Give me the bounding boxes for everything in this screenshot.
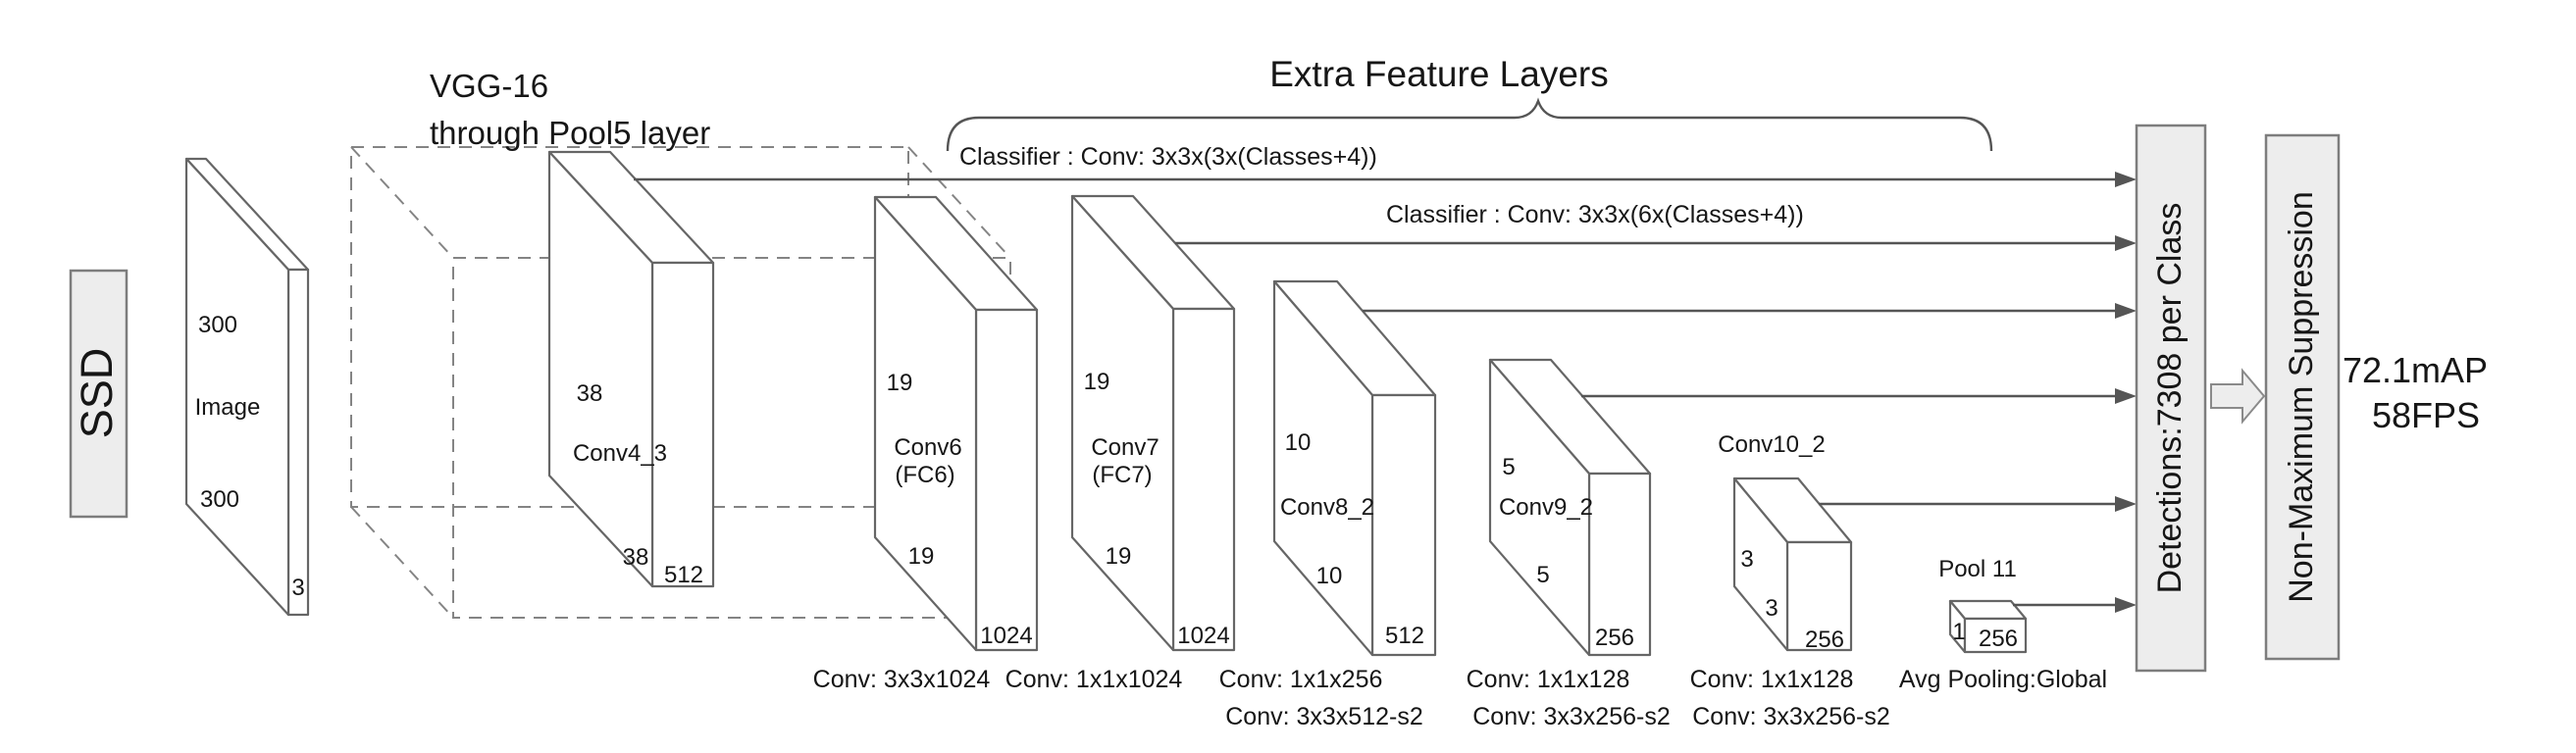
arrow-conv10_2-head-icon xyxy=(2115,496,2137,512)
conv8_2-op2-label: Conv: 3x3x512-s2 xyxy=(1225,703,1423,730)
conv10_2-width-label: 3 xyxy=(1765,595,1777,622)
conv9_2-op2-label: Conv: 3x3x256-s2 xyxy=(1472,703,1671,730)
conv7-height-label: 19 xyxy=(1084,369,1110,395)
conv7-slab: 19 Conv7 (FC7) 19 1024 xyxy=(1070,194,1236,652)
ssd-badge: SSD xyxy=(69,269,129,519)
pool11-box: Pool 11 1 256 xyxy=(1938,556,2028,654)
ssd-badge-box xyxy=(69,269,129,519)
arrow-conv7-head-icon xyxy=(2115,235,2137,251)
result-fps-label: 58FPS xyxy=(2372,395,2480,435)
conv8_2-front-face xyxy=(1272,279,1374,657)
conv10_2-slab: Conv10_2 3 3 256 xyxy=(1718,431,1853,653)
conv7-alias-label: (FC7) xyxy=(1092,462,1152,488)
conv7-width-label: 19 xyxy=(1106,543,1132,570)
input-width-label: 300 xyxy=(200,486,239,513)
pool11-front-face xyxy=(1963,617,2028,654)
conv10_2-front-face xyxy=(1732,477,1789,652)
pool11-channels-label: 256 xyxy=(1979,626,2018,652)
nms-box: Non-Maximum Suppression xyxy=(2264,133,2341,661)
conv10_2-op1-label: Conv: 1x1x128 xyxy=(1690,666,1854,693)
op-labels: Conv: 3x3x1024 Conv: 1x1x1024 Conv: 1x1x… xyxy=(813,666,2107,730)
extra-feature-layers-group: Extra Feature Layers xyxy=(946,54,1993,152)
arrow-conv4_3-head-icon xyxy=(2115,172,2137,187)
conv8_2-height-label: 10 xyxy=(1285,429,1312,456)
vgg-title-line2: through Pool5 layer xyxy=(430,115,710,151)
arrow-conv8_2-head-icon xyxy=(2115,303,2137,319)
pool11-op-label: Avg Pooling:Global xyxy=(1899,666,2107,693)
feature-arrows xyxy=(634,172,2137,613)
pool11-depth-label: 1 xyxy=(1952,619,1965,645)
conv6-slab: 19 Conv6 (FC6) 19 1024 xyxy=(873,195,1039,652)
conv7-op-label: Conv: 1x1x1024 xyxy=(1005,666,1183,693)
conv8_2-op1-label: Conv: 1x1x256 xyxy=(1219,666,1383,693)
conv7-name-label: Conv7 xyxy=(1091,434,1159,461)
vgg-edge-bottom-left xyxy=(350,506,454,619)
conv10_2-title-label: Conv10_2 xyxy=(1718,431,1825,458)
conv6-front-face xyxy=(873,195,978,652)
conv8_2-name-label: Conv8_2 xyxy=(1280,494,1374,521)
conv4_3-slab: 38 Conv4_3 38 512 xyxy=(547,150,715,588)
conv9_2-name-label: Conv9_2 xyxy=(1499,494,1593,521)
detections-box-rect xyxy=(2135,124,2207,673)
conv9_2-slab: 5 Conv9_2 5 256 xyxy=(1488,358,1652,657)
conv7-side-face xyxy=(1171,307,1236,652)
classifier2-label: Classifier : Conv: 3x3x(6x(Classes+4)) xyxy=(1386,201,1804,228)
result-map-label: 72.1mAP xyxy=(2343,350,2488,390)
conv8_2-side-face xyxy=(1370,393,1437,657)
conv6-channels-label: 1024 xyxy=(980,623,1032,649)
conv6-name-label: Conv6 xyxy=(894,434,961,461)
block-arrow-icon xyxy=(2210,368,2266,425)
nms-box-rect xyxy=(2264,133,2341,661)
conv8_2-width-label: 10 xyxy=(1316,563,1343,589)
conv6-alias-label: (FC6) xyxy=(895,462,954,488)
nms-label: Non-Maximum Suppression xyxy=(2283,191,2320,603)
extra-feature-layers-brace xyxy=(946,97,1993,152)
ssd-badge-label: SSD xyxy=(72,348,122,439)
arrow-pool11-head-icon xyxy=(2115,597,2137,613)
extra-feature-layers-title: Extra Feature Layers xyxy=(1269,54,1608,94)
conv8_2-slab: 10 Conv8_2 10 512 xyxy=(1272,279,1437,657)
input-image-label: Image xyxy=(195,394,261,421)
conv9_2-op1-label: Conv: 1x1x128 xyxy=(1467,666,1630,693)
input-height-label: 300 xyxy=(198,312,237,338)
arrow-conv9_2-head-icon xyxy=(2115,388,2137,404)
vgg-edge-top-left xyxy=(350,146,454,259)
conv4_3-name-label: Conv4_3 xyxy=(573,440,667,467)
vgg-title-line1: VGG-16 xyxy=(430,68,548,104)
conv4_3-width-label: 38 xyxy=(623,544,649,571)
detections-label: Detections:7308 per Class xyxy=(2151,203,2189,594)
conv9_2-width-label: 5 xyxy=(1536,562,1549,588)
conv6-width-label: 19 xyxy=(908,543,935,570)
classifier1-label: Classifier : Conv: 3x3x(3x(Classes+4)) xyxy=(959,143,1377,171)
conv4_3-channels-label: 512 xyxy=(664,562,703,588)
conv4_3-side-face xyxy=(650,261,715,588)
conv4_3-front-face xyxy=(547,150,654,588)
detections-box: Detections:7308 per Class xyxy=(2135,124,2207,673)
pool11-title-label: Pool 11 xyxy=(1938,556,2017,582)
conv7-channels-label: 1024 xyxy=(1177,623,1229,649)
conv9_2-channels-label: 256 xyxy=(1595,625,1634,651)
conv7-front-face xyxy=(1070,194,1175,652)
input-image-side-face xyxy=(286,268,310,617)
input-image-slab: 300 Image 300 3 xyxy=(184,157,310,617)
conv10_2-channels-label: 256 xyxy=(1805,627,1844,653)
conv10_2-height-label: 3 xyxy=(1740,546,1753,573)
conv8_2-channels-label: 512 xyxy=(1385,623,1424,649)
conv6-height-label: 19 xyxy=(887,370,913,396)
input-image-front-face xyxy=(184,157,290,617)
conv10_2-op2-label: Conv: 3x3x256-s2 xyxy=(1692,703,1890,730)
conv9_2-height-label: 5 xyxy=(1502,454,1515,480)
conv9_2-front-face xyxy=(1488,358,1591,657)
conv4_3-height-label: 38 xyxy=(577,380,603,407)
vgg-edge-top-right xyxy=(907,146,1011,259)
conv6-side-face xyxy=(974,308,1039,652)
conv6-op-label: Conv: 3x3x1024 xyxy=(813,666,991,693)
input-channels-label: 3 xyxy=(291,575,304,601)
